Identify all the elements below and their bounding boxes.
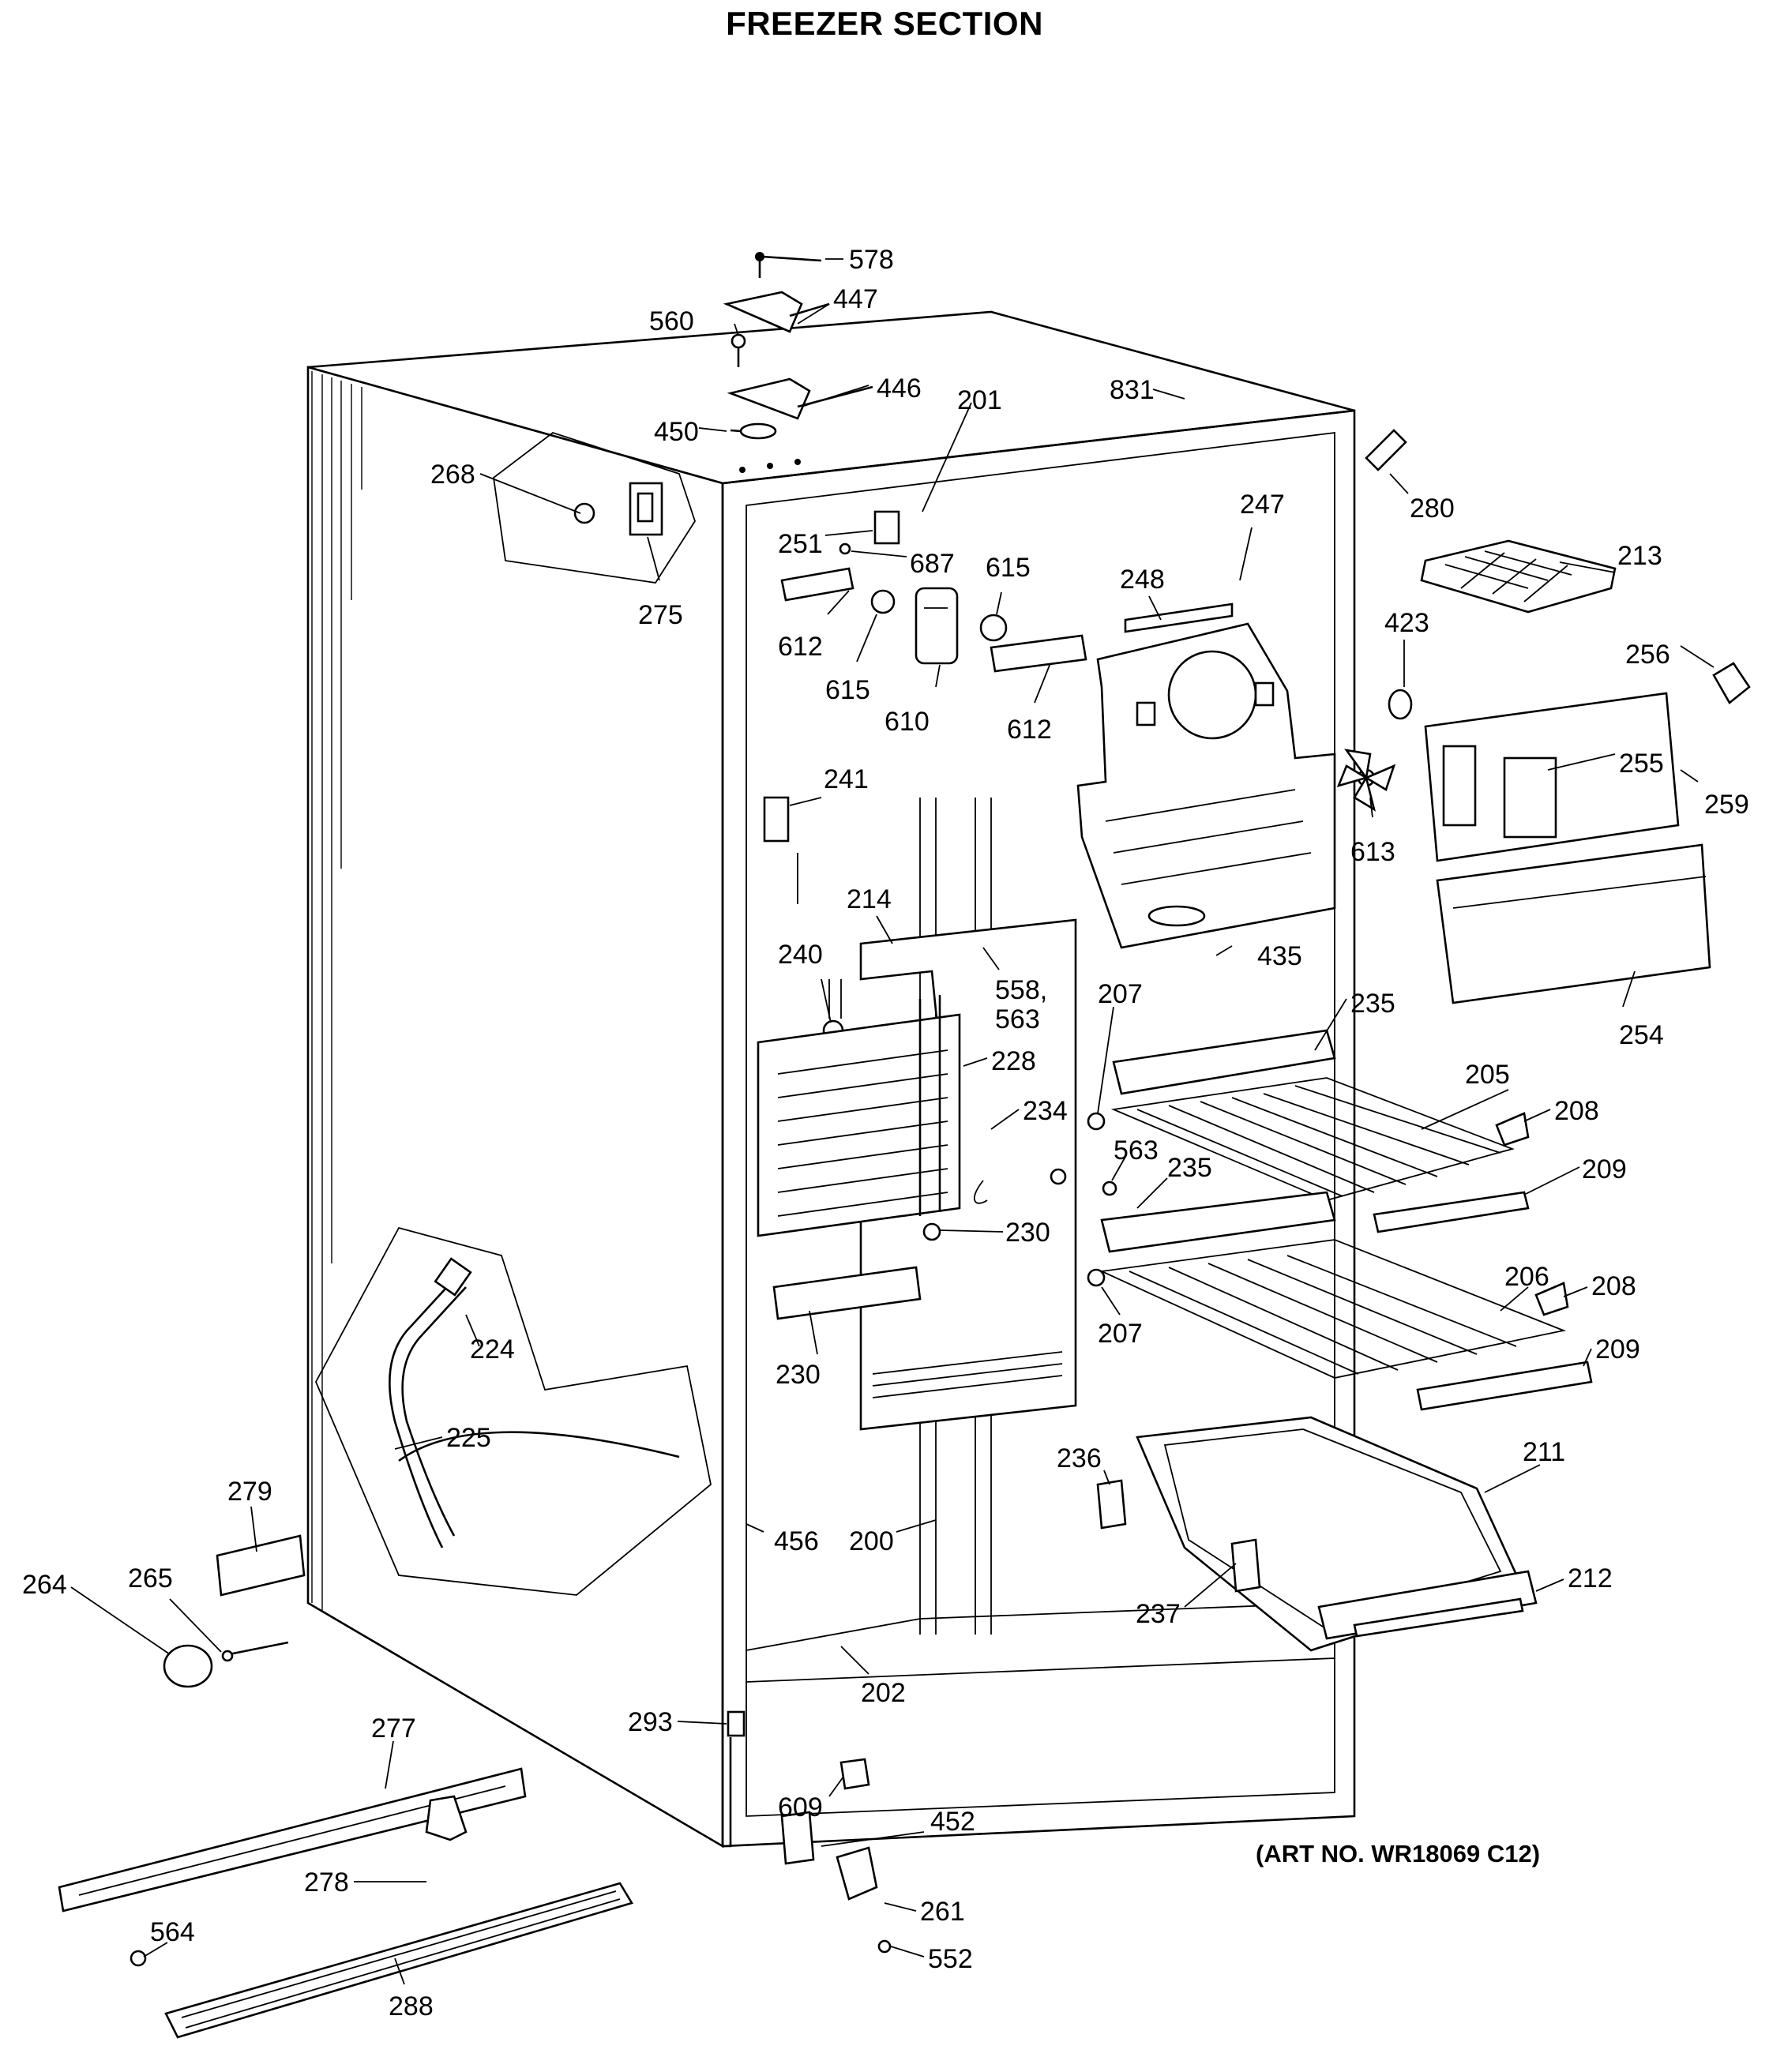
storage-bin — [1096, 1416, 1538, 1652]
callout-831: 831 — [1110, 375, 1155, 405]
callout-207-bottom: 207 — [1098, 1319, 1143, 1349]
callout-264: 264 — [22, 1570, 67, 1600]
callout-256: 256 — [1625, 640, 1670, 670]
right-side-parts — [1336, 429, 1751, 1004]
callout-labels: 578 447 560 446 450 201 831 280 268 275 … — [22, 245, 1749, 2021]
callout-609: 609 — [778, 1792, 823, 1822]
callout-211: 211 — [1523, 1437, 1565, 1467]
evaporator-area — [757, 796, 1077, 1431]
callout-563-upper: 563 — [995, 1004, 1040, 1034]
callout-612-left: 612 — [778, 632, 823, 662]
side-control-bracket — [493, 431, 696, 584]
callout-687: 687 — [910, 549, 955, 579]
callout-456: 456 — [774, 1526, 819, 1556]
callout-234: 234 — [1023, 1096, 1068, 1126]
callout-450: 450 — [654, 417, 699, 447]
callout-237: 237 — [1136, 1599, 1181, 1629]
callout-261: 261 — [920, 1897, 965, 1927]
callout-207-top: 207 — [1098, 979, 1143, 1009]
callout-230-left: 230 — [776, 1360, 821, 1390]
callout-240: 240 — [778, 940, 823, 970]
callout-201: 201 — [957, 385, 1002, 415]
callout-610: 610 — [884, 707, 930, 737]
shelves — [1087, 1029, 1593, 1411]
callout-435: 435 — [1257, 941, 1302, 971]
callout-259: 259 — [1704, 790, 1749, 820]
callout-563-lower: 563 — [1114, 1135, 1159, 1166]
callout-615-top: 615 — [986, 553, 1031, 583]
diagram-title: FREEZER SECTION — [726, 5, 1043, 42]
lower-left-parts — [58, 1534, 633, 2039]
callout-214: 214 — [847, 884, 892, 914]
top-hinge-assembly — [723, 252, 873, 440]
callout-230-right: 230 — [1005, 1218, 1050, 1248]
callout-209-top: 209 — [1582, 1154, 1627, 1184]
control-components — [780, 510, 1087, 673]
callout-268: 268 — [430, 460, 475, 490]
callout-280: 280 — [1410, 494, 1455, 524]
callout-447: 447 — [833, 284, 878, 314]
callout-206: 206 — [1504, 1262, 1549, 1292]
evaporator-cover — [1076, 602, 1336, 949]
drain-tube-area — [315, 1226, 712, 1596]
lower-right-parts — [727, 1710, 892, 1954]
callout-235-top: 235 — [1350, 989, 1395, 1019]
callout-212: 212 — [1568, 1563, 1613, 1593]
callout-208-top: 208 — [1554, 1096, 1599, 1126]
callout-578: 578 — [849, 245, 894, 275]
callout-265: 265 — [128, 1563, 173, 1593]
callout-564: 564 — [150, 1917, 195, 1947]
callout-446: 446 — [877, 373, 922, 404]
callout-247: 247 — [1240, 490, 1285, 520]
callout-255: 255 — [1619, 749, 1664, 779]
callout-236: 236 — [1057, 1443, 1102, 1473]
callout-279: 279 — [227, 1477, 272, 1507]
callout-452: 452 — [930, 1807, 975, 1837]
callout-254: 254 — [1619, 1020, 1664, 1050]
art-number: (ART NO. WR18069 C12) — [1256, 1840, 1541, 1867]
callout-615-bottom: 615 — [825, 675, 870, 705]
callout-278: 278 — [304, 1867, 349, 1897]
callout-423: 423 — [1384, 608, 1429, 638]
callout-228: 228 — [991, 1046, 1036, 1076]
callout-248: 248 — [1120, 565, 1165, 595]
callout-209-bottom: 209 — [1595, 1334, 1640, 1364]
callout-208-bottom: 208 — [1591, 1271, 1636, 1301]
callout-560: 560 — [649, 306, 694, 336]
callout-275: 275 — [638, 600, 683, 630]
callout-200: 200 — [849, 1526, 894, 1556]
callout-288: 288 — [389, 1991, 434, 2021]
callout-558: 558, — [995, 975, 1047, 1005]
leader-lines — [70, 258, 1715, 1985]
callout-213: 213 — [1617, 541, 1662, 571]
callout-241: 241 — [824, 764, 869, 794]
callout-552: 552 — [928, 1944, 973, 1974]
callout-293: 293 — [628, 1707, 673, 1737]
callout-235-lower: 235 — [1167, 1153, 1212, 1183]
callout-225: 225 — [446, 1423, 491, 1453]
callout-612-right: 612 — [1007, 715, 1052, 745]
callout-224: 224 — [470, 1334, 515, 1364]
callout-202: 202 — [861, 1678, 906, 1708]
callout-205: 205 — [1465, 1060, 1510, 1090]
callout-613: 613 — [1350, 837, 1395, 867]
callout-251: 251 — [778, 529, 823, 559]
callout-277: 277 — [371, 1714, 416, 1744]
